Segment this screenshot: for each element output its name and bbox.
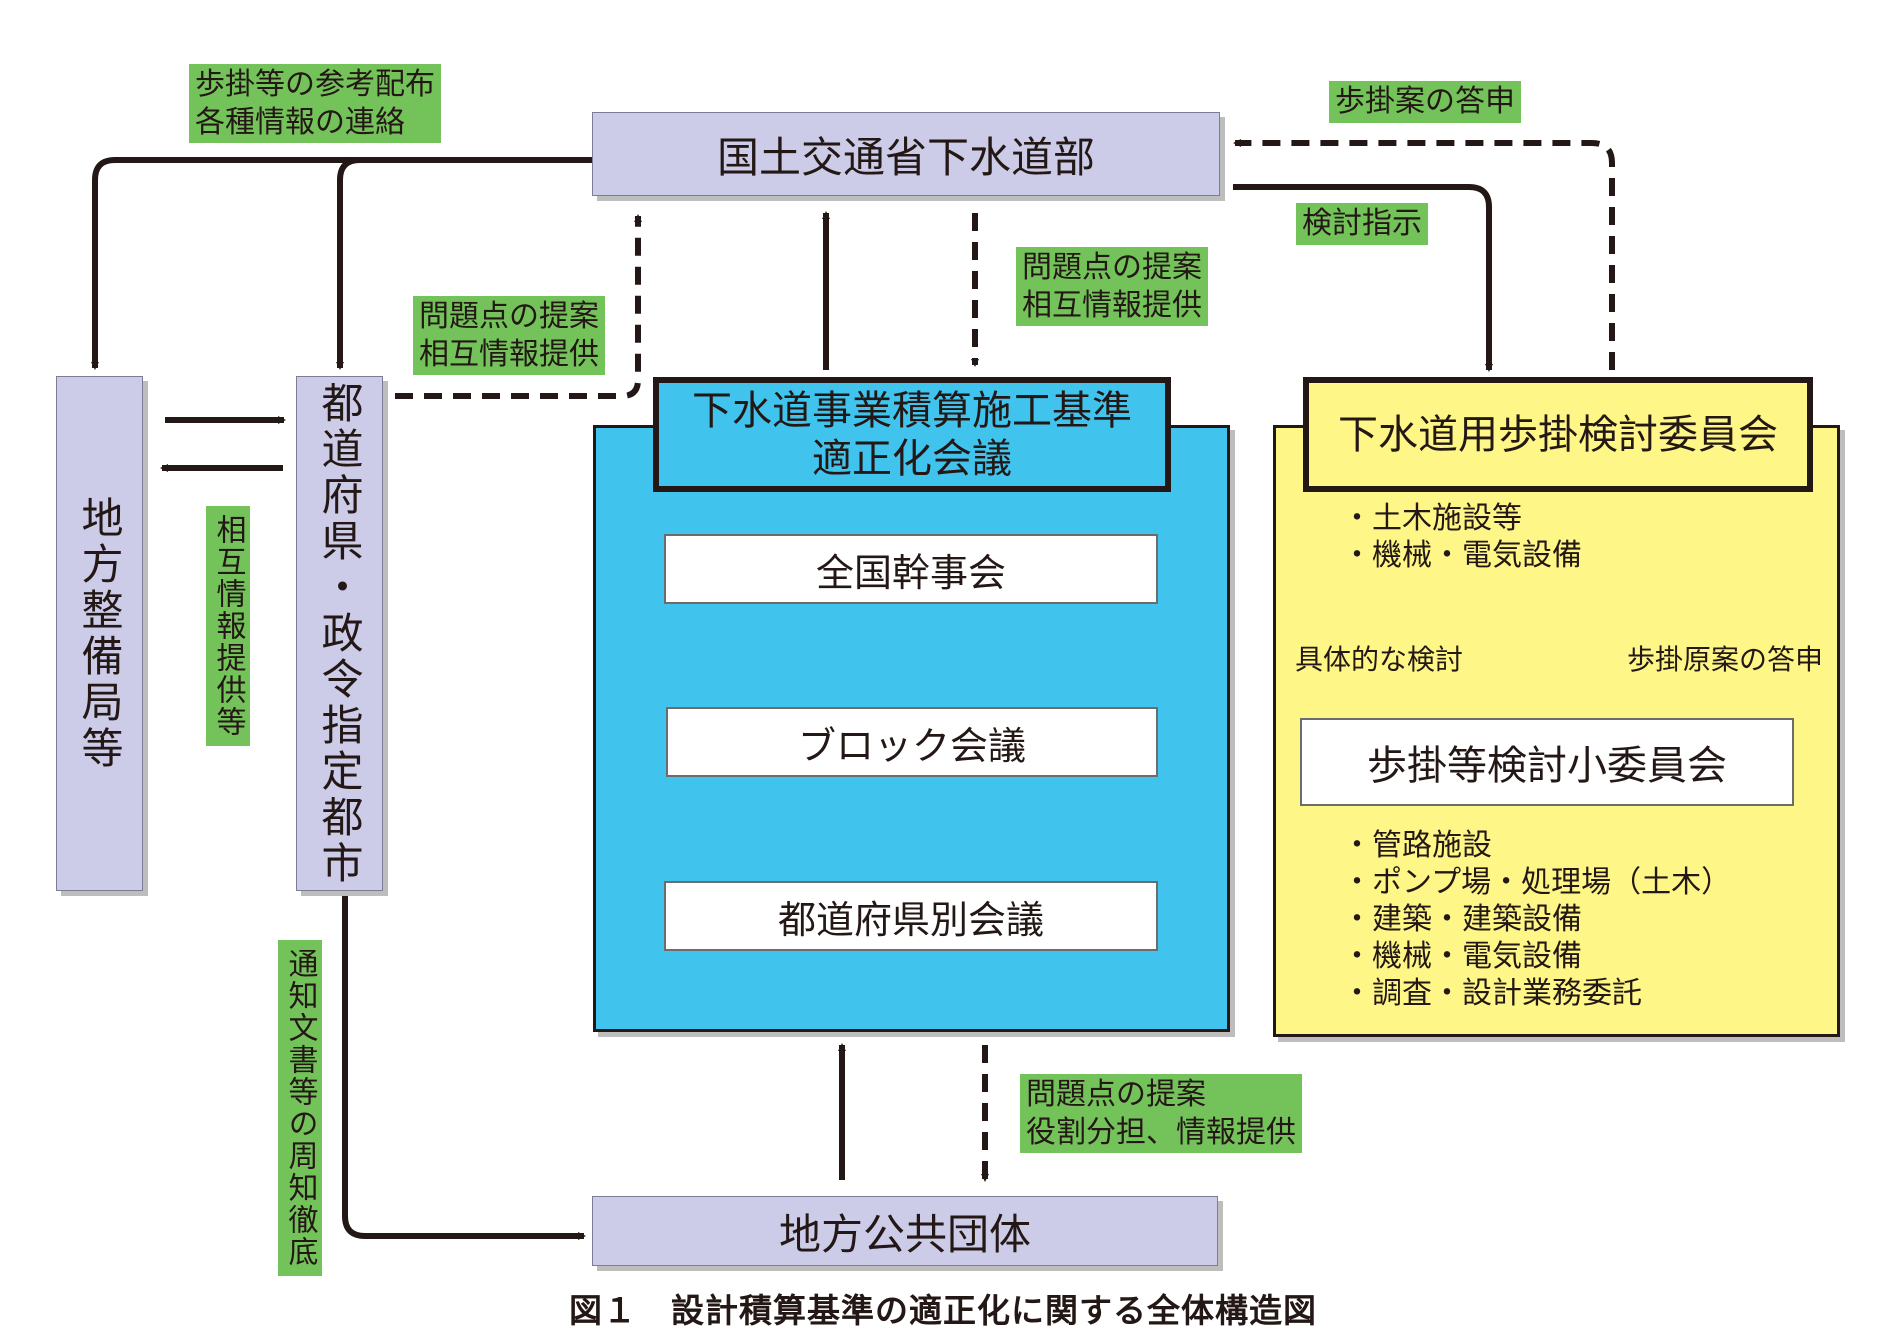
tag-mutual-info: 相互情報提供等 (206, 506, 250, 746)
list-item: ポンプ場・処理場（土木） (1342, 864, 1731, 901)
regional-bureau-node: 地方整備局等 (56, 376, 143, 891)
mlit-node: 国土交通省下水道部 (592, 112, 1220, 196)
list-item: 管路施設 (1342, 827, 1731, 864)
dashed-committee-to-mlit (1233, 139, 1615, 370)
arrow-mlit-to-committee (1233, 184, 1493, 372)
block-meeting-node: ブロック会議 (666, 707, 1158, 777)
arrow-mlit-to-prefecture (336, 157, 592, 370)
local-government-node: 地方公共団体 (592, 1196, 1218, 1266)
tag-answer: 歩掛案の答申 (1329, 81, 1521, 123)
tag-proposal-left: 問題点の提案 相互情報提供 (413, 296, 605, 375)
list-item: 土木施設等 (1342, 500, 1582, 537)
committee-items-bottom: 管路施設 ポンプ場・処理場（土木） 建築・建築設備 機械・電気設備 調査・設計業… (1342, 827, 1731, 1012)
dashed-prefecture-to-mlit (395, 214, 642, 399)
tag-proposal-bottom: 問題点の提案 役割分担、情報提供 (1020, 1074, 1302, 1153)
figure-caption: 図１ 設計積算基準の適正化に関する全体構造図 (569, 1291, 1317, 1330)
tag-instruction: 検討指示 (1296, 203, 1428, 245)
prefecture-meeting-node: 都道府県別会議 (664, 881, 1158, 951)
committee-items-top: 土木施設等 機械・電気設備 (1342, 500, 1582, 574)
list-item: 機械・電気設備 (1342, 537, 1582, 574)
committee-up-label: 歩掛原案の答申 (1627, 643, 1824, 676)
national-secretary-node: 全国幹事会 (664, 534, 1158, 604)
list-item: 建築・建築設備 (1342, 901, 1731, 938)
tag-proposal-center: 問題点の提案 相互情報提供 (1016, 247, 1208, 326)
council-title: 下水道事業積算施工基準 適正化会議 (653, 377, 1171, 492)
committee-title: 下水道用歩掛検討委員会 (1303, 377, 1813, 492)
arrow-prefecture-to-local (342, 895, 586, 1240)
subcommittee-node: 歩掛等検討小委員会 (1300, 718, 1794, 806)
tag-distribution: 歩掛等の参考配布 各種情報の連絡 (189, 64, 441, 143)
committee-down-label: 具体的な検討 (1295, 643, 1464, 676)
list-item: 機械・電気設備 (1342, 938, 1731, 975)
tag-notice: 通知文書等の周知徹底 (278, 940, 322, 1276)
prefecture-node: 都道府県・政令指定都市 (296, 376, 383, 891)
arrow-mlit-to-bureau (91, 157, 592, 370)
list-item: 調査・設計業務委託 (1342, 975, 1731, 1012)
